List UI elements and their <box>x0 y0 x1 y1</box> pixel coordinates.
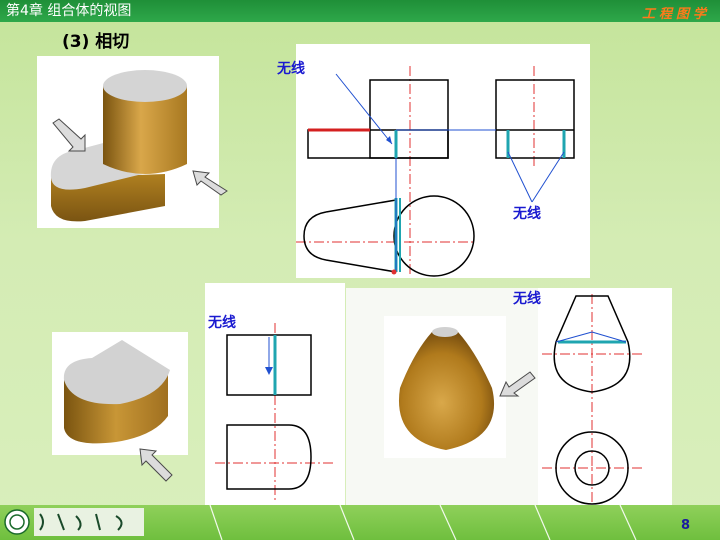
section-heading: (3) 相切 <box>62 32 130 52</box>
annotation-no-line: 无线 <box>513 291 541 307</box>
orthographic-views-rounded-block <box>205 283 345 509</box>
header-bar: 第4章 组合体的视图 工程图学 <box>0 0 720 22</box>
annotation-no-line: 无线 <box>513 206 541 222</box>
orthographic-views-cylinder-slab <box>296 44 590 278</box>
annotation-no-line: 无线 <box>208 315 236 331</box>
annotation-no-line: 无线 <box>277 61 305 77</box>
university-seal-icon <box>4 509 30 535</box>
solid-model-rounded-block <box>52 332 188 455</box>
pointer-arrow <box>499 371 536 397</box>
footer-decoration <box>209 505 637 540</box>
pointer-arrows <box>52 118 228 196</box>
chapter-title: 第4章 组合体的视图 <box>6 3 132 19</box>
solid-and-views-teardrop <box>346 288 672 509</box>
solid-model-cylinder-slab <box>37 56 219 228</box>
university-logo-wordmark <box>34 508 144 536</box>
page-number: 8 <box>680 518 690 533</box>
course-name: 工程图学 <box>641 7 710 22</box>
pointer-arrow <box>139 448 173 482</box>
